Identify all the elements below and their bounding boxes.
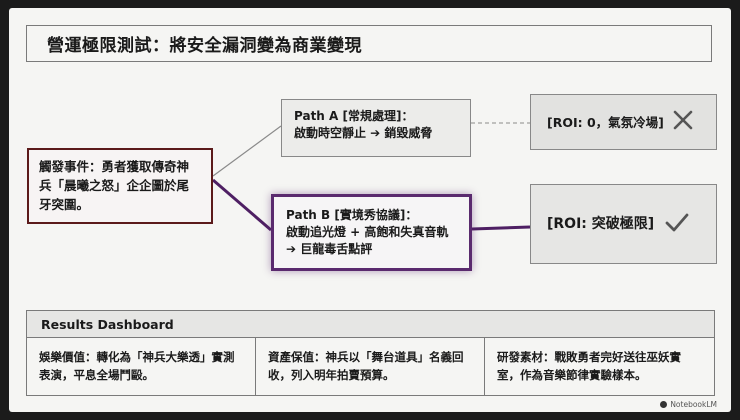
path-b-action: 啟動追光燈 + 高飽和失真音軌 [286, 225, 449, 239]
path-a-box: Path A [常規處理]： 啟動時空靜止 ➔ 銷毀威脅 [281, 99, 471, 157]
connector-trigger-path-b [212, 178, 272, 232]
dashboard-cell-asset: 資產保值：神兵以「舞台道具」名義回收，列入明年拍賣預算。 [255, 337, 485, 396]
path-b-box: Path B [實境秀協議]： 啟動追光燈 + 高飽和失真音軌 ➔ 巨龍毒舌點評 [271, 194, 472, 271]
watermark-text: NotebookLM [670, 400, 717, 409]
connector-trigger-path-a [212, 125, 282, 177]
path-a-title: Path A [常規處理]： [294, 109, 414, 123]
trigger-event-text: 觸發事件：勇者獲取傳奇神兵「晨曦之怒」企企圖於尾牙突圍。 [39, 159, 190, 212]
x-icon [672, 109, 694, 135]
roi-b-label: [ROI: 突破極限] [547, 215, 655, 232]
dashboard-cell-entertainment: 娛樂價值：轉化為「神兵大樂透」實測表演，平息全場鬥毆。 [26, 337, 256, 396]
notebooklm-watermark: NotebookLM [660, 400, 717, 409]
notebooklm-logo-icon [660, 401, 668, 408]
dashboard-cell-research: 研發素材：戰敗勇者完好送往巫妖實室，作為音樂節律實驗樣本。 [484, 337, 715, 396]
slide-title: 營運極限測試：將安全漏洞變為商業變現 [26, 25, 712, 62]
roi-a-label: [ROI: 0，氣氛冷場] [547, 114, 664, 130]
connector-lines [212, 122, 531, 232]
trigger-event-box: 觸發事件：勇者獲取傳奇神兵「晨曦之怒」企企圖於尾牙突圍。 [27, 148, 213, 224]
results-dashboard-header: Results Dashboard [26, 310, 715, 338]
roi-a-box: [ROI: 0，氣氛冷場] [530, 94, 717, 150]
path-b-result: ➔ 巨龍毒舌點評 [286, 242, 373, 256]
connector-path-b-roi-b [471, 225, 531, 231]
check-icon [664, 211, 690, 238]
path-a-action: 啟動時空靜止 ➔ 銷毀威脅 [294, 126, 433, 140]
slide: 營運極限測試：將安全漏洞變為商業變現 觸發事件：勇者獲取傳奇神兵「晨曦之怒」企企… [9, 8, 731, 412]
path-b-title: Path B [實境秀協議]： [286, 208, 418, 222]
roi-b-box: [ROI: 突破極限] [530, 184, 717, 264]
